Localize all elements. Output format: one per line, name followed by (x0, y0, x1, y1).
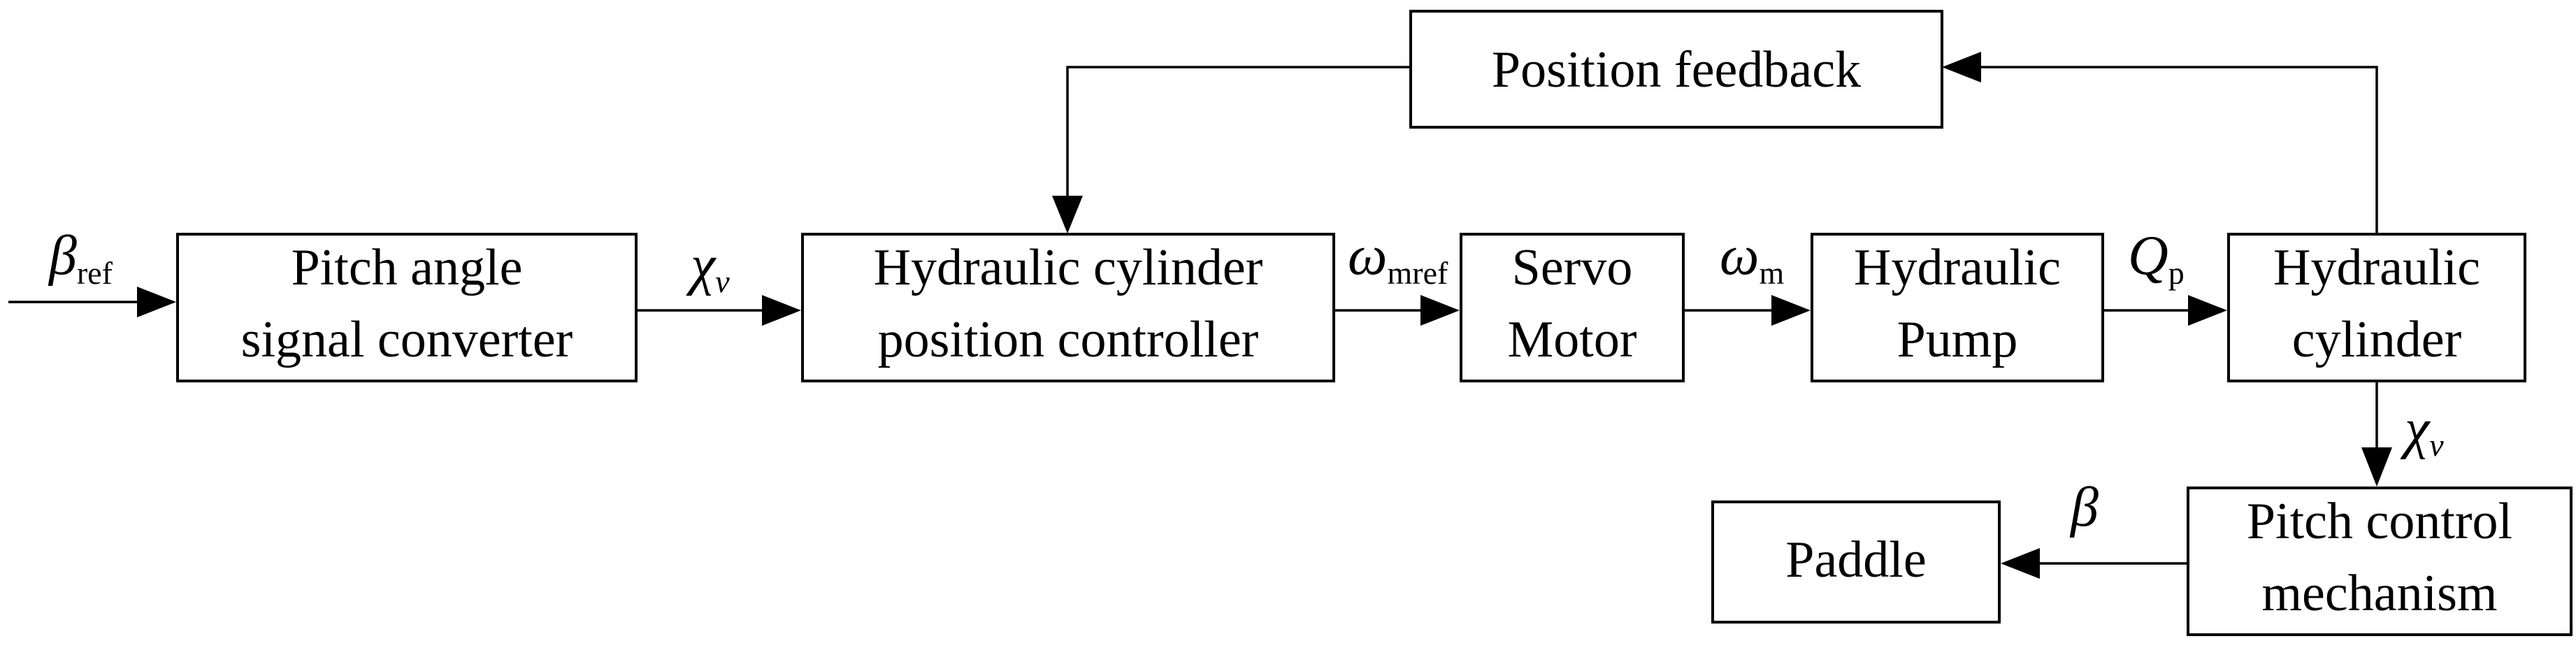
feedback-to-controller-arrowhead (1052, 196, 1083, 233)
servo-motor-label-line1: Servo (1512, 239, 1633, 296)
position-feedback-label: Position feedback (1492, 41, 1861, 99)
signal-beta: β (2069, 477, 2099, 538)
cylinder-to-mechanism-arrowhead (2361, 447, 2392, 487)
pump-to-cylinder-arrowhead (2188, 295, 2227, 326)
signal-omega-m-symbol: ω (1720, 225, 1759, 287)
signal-chi-v-2: χν (2400, 398, 2444, 463)
signal-beta-ref-symbol: β (48, 225, 77, 287)
signal-omega-mref-symbol: ω (1348, 225, 1387, 287)
signal-chi-v-1: χν (686, 235, 730, 299)
input-arrowhead (137, 287, 176, 317)
signal-omega-mref: ωmref (1348, 225, 1448, 291)
controller-to-motor-arrowhead (1420, 295, 1460, 326)
hydraulic-pump-label-line1: Hydraulic (1854, 239, 2061, 296)
signal-q-p-subscript: p (2168, 255, 2185, 291)
pitch-converter-label-line1: Pitch angle (292, 239, 523, 296)
signal-chi-v-2-subscript: ν (2429, 427, 2444, 463)
hydraulic-pump-block: Hydraulic Pump (1811, 233, 2104, 382)
pitch-mechanism-label-line1: Pitch control (2247, 493, 2512, 550)
hydraulic-cylinder-block: Hydraulic cylinder (2227, 233, 2526, 382)
pitch-mechanism-block: Pitch control mechanism (2187, 487, 2573, 636)
converter-to-controller-arrowhead (762, 295, 801, 326)
signal-omega-m: ωm (1720, 225, 1784, 291)
motor-to-pump-arrowhead (1771, 295, 1811, 326)
hydraulic-controller-block: Hydraulic cylinder position controller (801, 233, 1335, 382)
feedback-to-controller-line (1066, 66, 1411, 197)
signal-q-p-symbol: Q (2128, 225, 2168, 287)
pitch-converter-label-line2: signal converter (241, 311, 573, 368)
feedback-arrowhead (1942, 52, 1981, 82)
connections (8, 52, 2392, 579)
signal-q-p: Qp (2128, 225, 2185, 291)
signal-chi-v-2-symbol: χ (2400, 398, 2431, 460)
servo-motor-block: Servo Motor (1460, 233, 1685, 382)
hydraulic-cylinder-label-line1: Hydraulic (2273, 239, 2480, 296)
signal-beta-symbol: β (2069, 477, 2099, 538)
signal-chi-v-1-subscript: ν (715, 264, 730, 299)
signal-beta-ref: βref (48, 225, 113, 291)
servo-motor-label-line2: Motor (1508, 311, 1637, 368)
signal-omega-m-subscript: m (1759, 255, 1784, 291)
signal-beta-ref-subscript: ref (77, 255, 113, 291)
signal-omega-mref-subscript: mref (1387, 255, 1448, 291)
cylinder-to-feedback-line (1981, 66, 2378, 234)
signal-chi-v-1-symbol: χ (686, 235, 717, 296)
paddle-label: Paddle (1785, 531, 1926, 589)
hydraulic-controller-label-line2: position controller (878, 311, 1259, 368)
paddle-block: Paddle (1711, 501, 2001, 624)
pitch-mechanism-label-line2: mechanism (2261, 565, 2497, 622)
mechanism-to-paddle-arrowhead (2001, 548, 2040, 579)
pitch-converter-block: Pitch angle signal converter (176, 233, 638, 382)
hydraulic-cylinder-label-line2: cylinder (2292, 311, 2461, 368)
position-feedback-block: Position feedback (1409, 10, 1943, 129)
hydraulic-pump-label-line2: Pump (1897, 311, 2018, 368)
hydraulic-controller-label-line1: Hydraulic cylinder (874, 239, 1263, 296)
